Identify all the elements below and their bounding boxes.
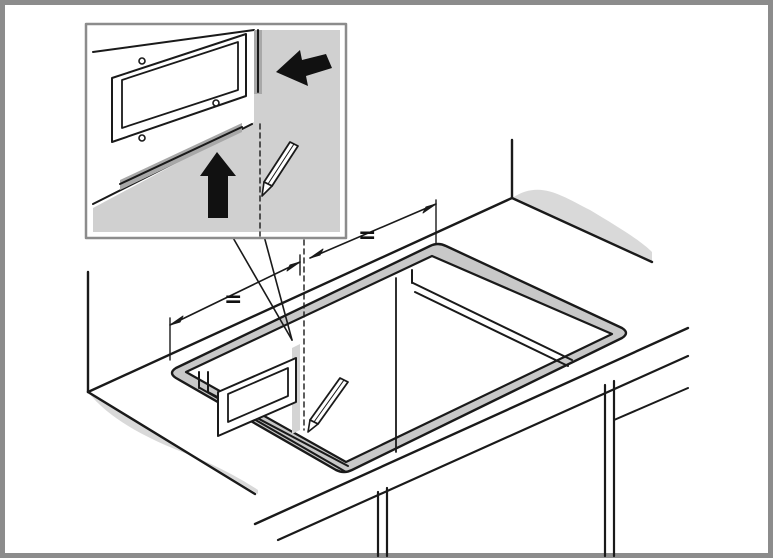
dimension-arrow-left-end (286, 261, 301, 272)
inset-mark-line-bottom (119, 126, 243, 185)
inset-screw-bottom (212, 99, 220, 107)
cutout-inner-rail-right (412, 282, 573, 361)
countertop-right-back-edge (510, 196, 654, 264)
countertop-back-edge (86, 196, 514, 394)
wall-shadow-right (512, 189, 652, 262)
countertop-front-edge-lower (276, 354, 690, 542)
dimension-arrow-right-start (309, 248, 324, 259)
callout-line-a (231, 235, 293, 341)
arrow-left-icon (276, 50, 332, 86)
detail-inset (84, 22, 348, 240)
dimension-label-right: = (358, 223, 376, 248)
countertop-front-edge (253, 326, 690, 526)
dimension-label-left: = (224, 287, 242, 312)
countertop-scene (86, 138, 690, 558)
dimension-arrow-right-end (422, 203, 437, 214)
inset-wall-top-edge (92, 29, 255, 53)
cutout-mounting-plate-window (227, 367, 289, 423)
cutout-inner-rail-right-b (414, 291, 569, 367)
inset-mounting-plate-window (121, 41, 239, 129)
inset-screw-top (138, 57, 146, 65)
countertop-left-edge (86, 390, 257, 496)
callout-line-b (263, 235, 293, 341)
dimension-line-left (169, 261, 301, 326)
pencil-icon (307, 377, 349, 433)
arrow-up-icon (200, 152, 236, 218)
dimension-line-right (309, 203, 437, 259)
inset-screw-left (138, 134, 146, 142)
cabinet-drawer-edge (613, 387, 689, 421)
pencil-icon (261, 141, 299, 197)
dimension-arrow-left (169, 315, 184, 326)
